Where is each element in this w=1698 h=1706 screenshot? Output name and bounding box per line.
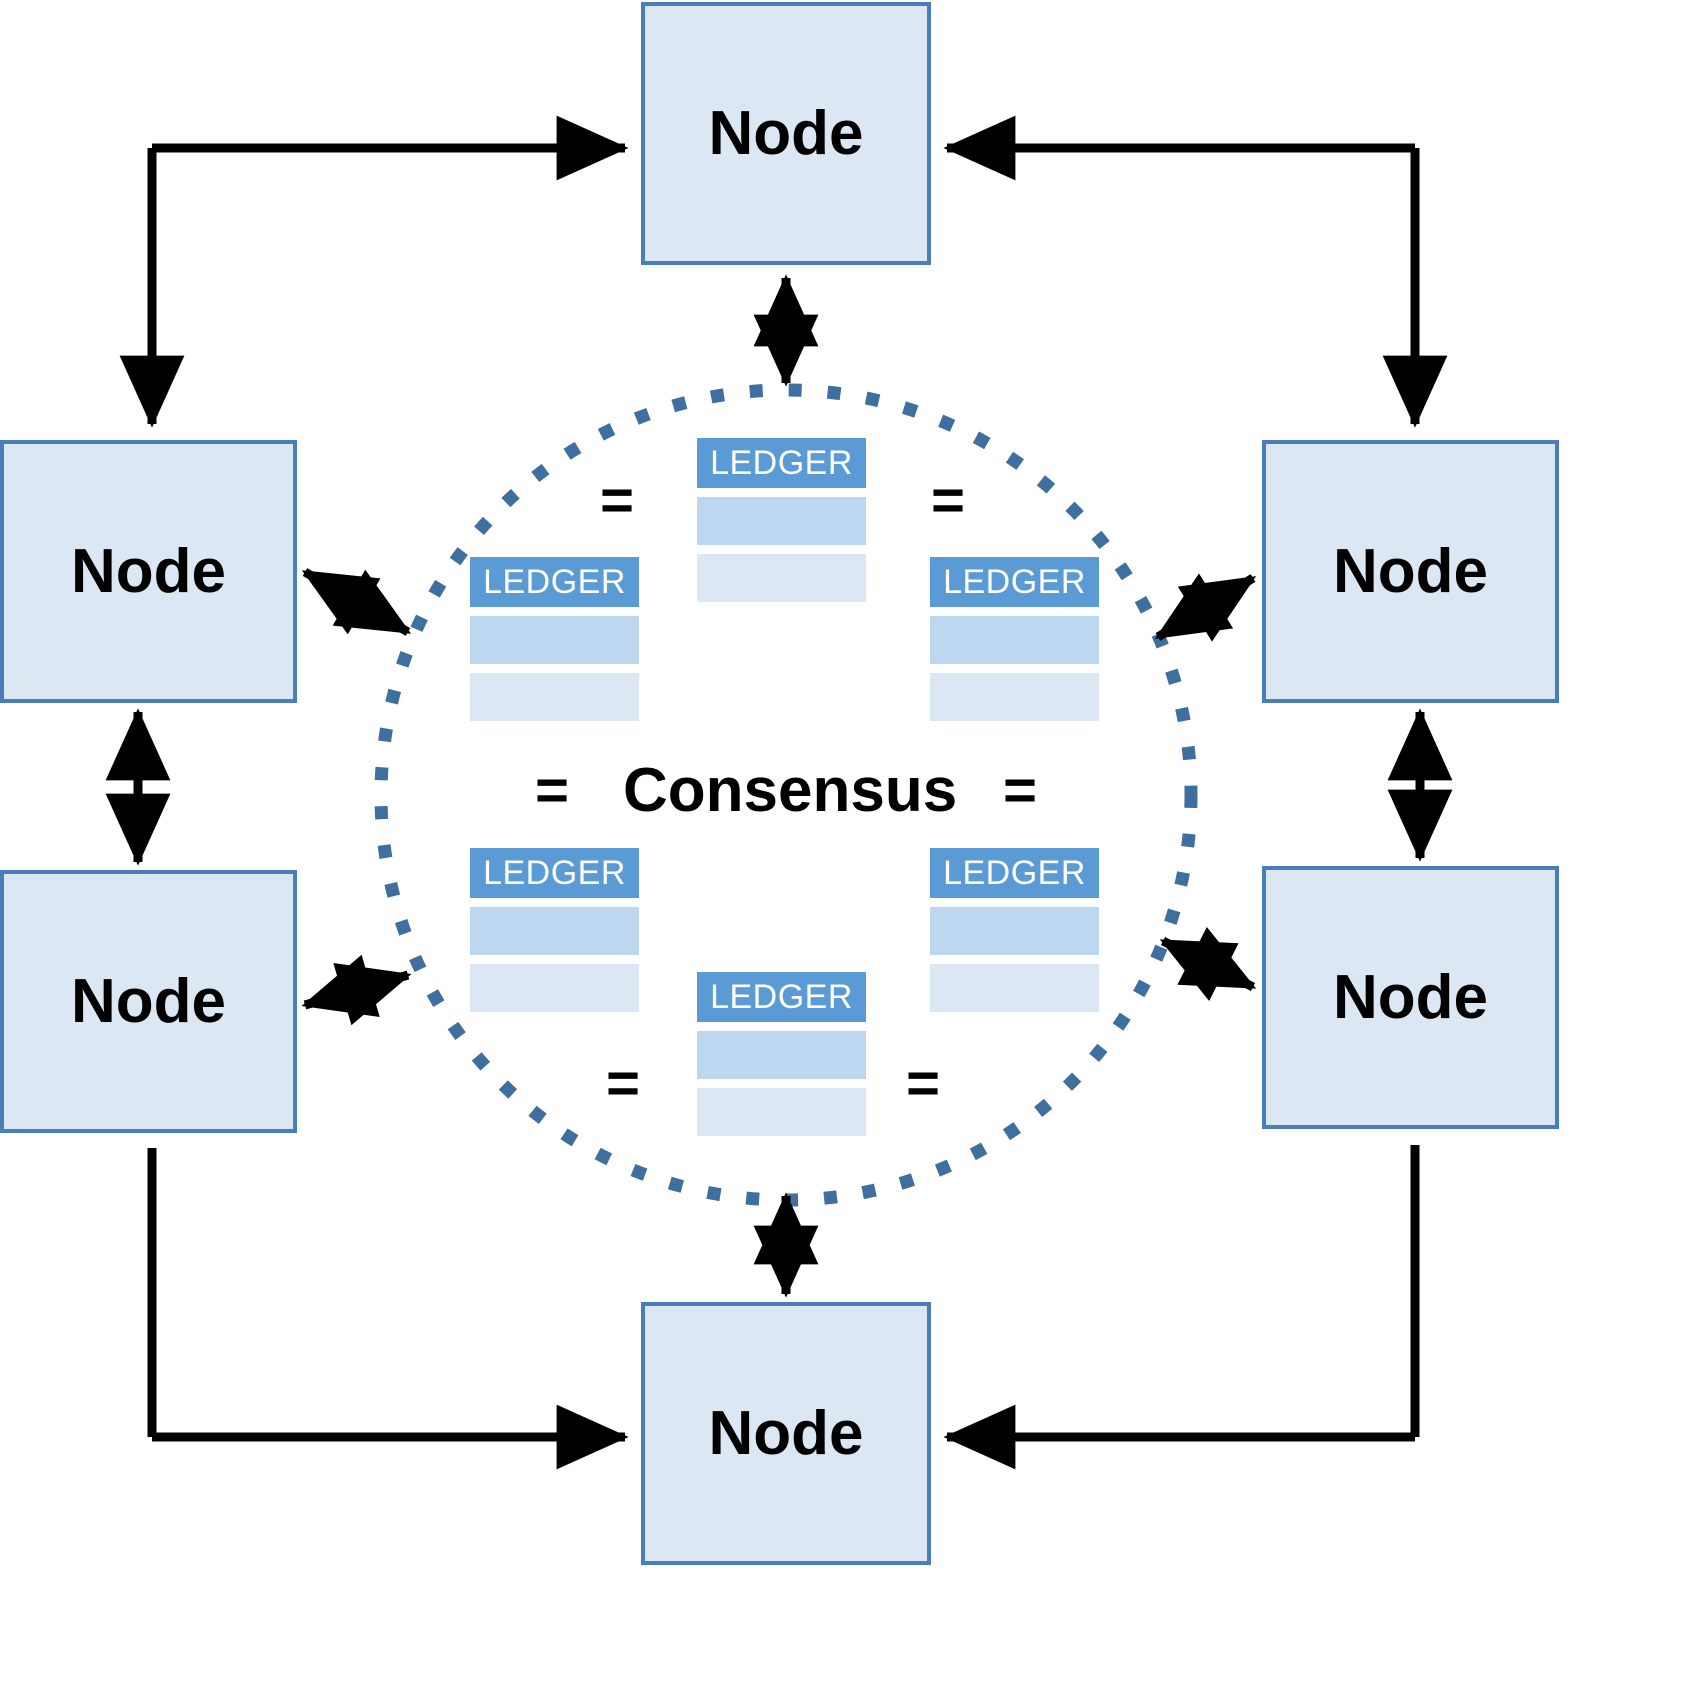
ledger-row-secondary xyxy=(697,1088,866,1136)
ledger-row-primary xyxy=(470,616,639,664)
ledger-row-secondary xyxy=(697,554,866,602)
node-top[interactable]: Node xyxy=(641,2,931,265)
ledger-upper-left[interactable]: LEDGER xyxy=(470,557,639,721)
equals-icon-bottom-right: = xyxy=(905,1051,939,1116)
equals-icon-middle-left: = xyxy=(534,758,568,823)
equals-icon-top-left: = xyxy=(599,468,633,533)
node-right-lower-label: Node xyxy=(1333,962,1488,1032)
ledger-lower-right-header: LEDGER xyxy=(930,848,1099,898)
arrow-circle-node-left-lower xyxy=(301,954,412,1026)
ledger-top-center-header: LEDGER xyxy=(697,438,866,488)
node-bottom-label: Node xyxy=(708,1398,864,1468)
arrow-circle-node-right-upper xyxy=(1154,573,1257,642)
node-left-upper[interactable]: Node xyxy=(0,440,297,703)
node-left-lower[interactable]: Node xyxy=(0,870,297,1133)
node-bottom[interactable]: Node xyxy=(641,1302,931,1565)
node-left-upper-label: Node xyxy=(71,536,226,606)
ledger-upper-right[interactable]: LEDGER xyxy=(930,557,1099,721)
node-top-label: Node xyxy=(708,98,864,168)
ledger-upper-right-header: LEDGER xyxy=(930,557,1099,607)
node-right-upper-label: Node xyxy=(1333,536,1488,606)
ledger-row-secondary xyxy=(470,964,639,1012)
arrow-circle-node-left-upper xyxy=(301,568,412,636)
ledger-lower-left[interactable]: LEDGER xyxy=(470,848,639,1012)
ledger-lower-right[interactable]: LEDGER xyxy=(930,848,1099,1012)
equals-icon-middle-right: = xyxy=(1002,758,1036,823)
node-left-lower-label: Node xyxy=(71,966,226,1036)
ledger-row-secondary xyxy=(930,673,1099,721)
ledger-top-center[interactable]: LEDGER xyxy=(697,438,866,602)
ledger-row-secondary xyxy=(930,964,1099,1012)
node-right-upper[interactable]: Node xyxy=(1262,440,1559,703)
consensus-label: Consensus xyxy=(623,756,958,825)
ledger-row-primary xyxy=(470,907,639,955)
equals-icon-bottom-left: = xyxy=(605,1051,639,1116)
ledger-row-primary xyxy=(930,907,1099,955)
ledger-lower-left-header: LEDGER xyxy=(470,848,639,898)
ledger-row-primary xyxy=(697,497,866,545)
ledger-upper-left-header: LEDGER xyxy=(470,557,639,607)
ledger-row-secondary xyxy=(470,673,639,721)
ledger-bottom-center-header: LEDGER xyxy=(697,972,866,1022)
ledger-bottom-center[interactable]: LEDGER xyxy=(697,972,866,1136)
equals-icon-top-right: = xyxy=(930,468,964,533)
node-right-lower[interactable]: Node xyxy=(1262,866,1559,1129)
ledger-row-primary xyxy=(930,616,1099,664)
arrow-circle-node-right-lower xyxy=(1159,927,1257,1001)
ledger-row-primary xyxy=(697,1031,866,1079)
